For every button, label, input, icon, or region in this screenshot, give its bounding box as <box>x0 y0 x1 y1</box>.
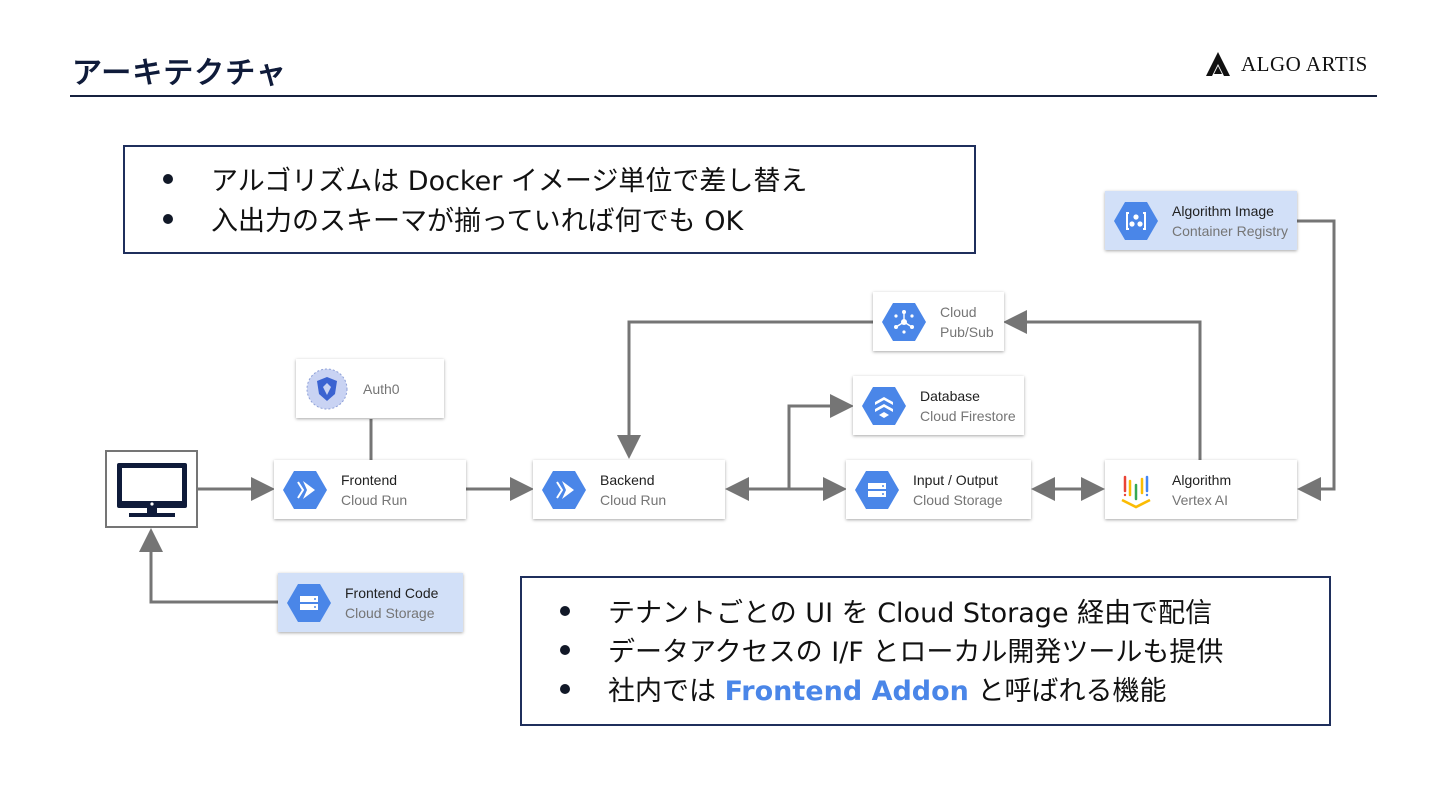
page-title: アーキテクチャ <box>72 56 287 91</box>
bullet-icon <box>560 684 570 694</box>
highlight-text: Frontend Addon <box>724 676 969 707</box>
cloud-storage-icon <box>287 583 331 622</box>
node-title: Algorithm <box>1172 471 1232 488</box>
node-algorithm: Algorithm Vertex AI <box>1105 460 1297 519</box>
node-backend: Backend Cloud Run <box>533 460 725 519</box>
arrow-registry-to-algorithm <box>1297 219 1336 501</box>
cloud-storage-icon <box>855 470 899 509</box>
bullet-text: テナントごとの UI を Cloud Storage 経由で配信 <box>608 598 1213 629</box>
title-divider <box>70 95 1377 97</box>
bullet-text: 入出力のスキーマが揃っていれば何でも OK <box>211 206 744 237</box>
cloud-run-icon <box>283 470 327 509</box>
bullet-icon <box>560 606 570 616</box>
node-subtitle: Cloud Firestore <box>920 407 1016 424</box>
node-title: Database <box>920 387 980 404</box>
arrow-pubsub-to-backend <box>617 320 873 459</box>
node-title: Frontend <box>341 471 398 488</box>
auth0-shield-icon <box>306 368 348 409</box>
firestore-icon <box>862 386 906 425</box>
bullet-item: データアクセスの I/F とローカル開発ツールも提供 <box>560 630 1224 669</box>
callout-frontend-notes: テナントごとの UI を Cloud Storage 経由で配信 データアクセス… <box>520 576 1331 726</box>
logo-text: ALGO ARTIS <box>1241 51 1368 76</box>
callout-algorithm-notes: アルゴリズムは Docker イメージ単位で差し替え 入出力のスキーマが揃ってい… <box>123 145 976 254</box>
cloud-run-icon <box>542 470 586 509</box>
node-subtitle: Cloud Storage <box>913 491 1003 508</box>
bullet-text: データアクセスの I/F とローカル開発ツールも提供 <box>608 637 1224 668</box>
bullet-icon <box>560 645 570 655</box>
node-auth0: Auth0 <box>296 359 444 418</box>
node-pubsub: Cloud Pub/Sub <box>873 292 1004 351</box>
node-frontend: Frontend Cloud Run <box>274 460 466 519</box>
node-algorithm-image: Algorithm Image Container Registry <box>1105 191 1297 250</box>
node-title: Auth0 <box>363 380 400 397</box>
bullet-text: アルゴリズムは Docker イメージ単位で差し替え <box>211 166 808 197</box>
arrow-algorithm-to-pubsub <box>1003 310 1202 460</box>
node-subtitle: Cloud Run <box>341 491 408 508</box>
node-database: Database Cloud Firestore <box>853 376 1024 435</box>
node-subtitle: Container Registry <box>1172 222 1288 239</box>
node-title: Cloud <box>940 303 977 320</box>
node-input-output: Input / Output Cloud Storage <box>846 460 1031 519</box>
bullet-icon <box>163 174 173 184</box>
bullet-icon <box>163 214 173 224</box>
arrow-frontend-code-to-client <box>139 528 278 604</box>
client-node <box>105 450 198 528</box>
algo-artis-logo-icon <box>1206 52 1230 76</box>
bullet-item: アルゴリズムは Docker イメージ単位で差し替え <box>163 159 808 198</box>
company-logo: ALGO ARTIS <box>1205 50 1368 78</box>
pubsub-icon <box>882 302 926 341</box>
node-title: Algorithm Image <box>1172 202 1274 219</box>
vertex-ai-icon <box>1121 475 1151 508</box>
monitor-icon <box>117 463 187 517</box>
bullet-item: テナントごとの UI を Cloud Storage 経由で配信 <box>560 591 1213 630</box>
node-title: Frontend Code <box>345 584 439 601</box>
arrow-to-database <box>787 394 854 489</box>
node-subtitle: Pub/Sub <box>940 323 994 340</box>
container-registry-icon <box>1114 201 1158 240</box>
node-title: Input / Output <box>913 471 998 488</box>
bullet-text: と呼ばれる機能 <box>968 676 1167 707</box>
bullet-text: 社内では <box>608 676 725 707</box>
node-title: Backend <box>600 471 655 488</box>
node-subtitle: Cloud Run <box>600 491 667 508</box>
node-subtitle: Cloud Storage <box>345 604 435 621</box>
node-subtitle: Vertex AI <box>1172 491 1229 508</box>
node-frontend-code: Frontend Code Cloud Storage <box>278 573 463 632</box>
bullet-item: 社内では Frontend Addon と呼ばれる機能 <box>560 669 1167 708</box>
bullet-item: 入出力のスキーマが揃っていれば何でも OK <box>163 199 744 238</box>
